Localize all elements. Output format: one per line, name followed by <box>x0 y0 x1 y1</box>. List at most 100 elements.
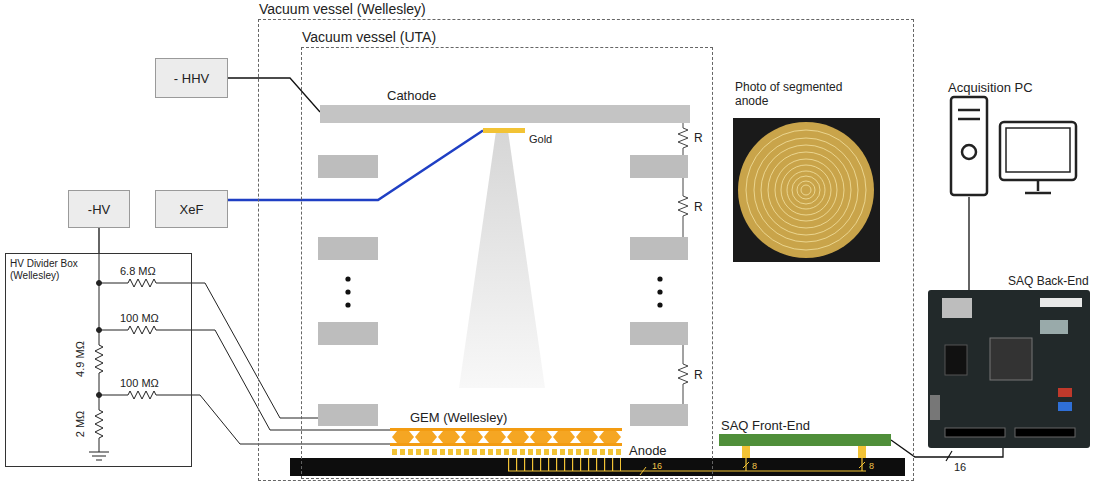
channel-count: 8 <box>752 459 757 473</box>
gem-foil <box>390 443 622 446</box>
fpga-board <box>1058 402 1072 411</box>
light-cone <box>459 131 545 388</box>
computer-icon <box>1037 180 1040 191</box>
wire-connector <box>98 228 99 253</box>
channel-count: 16 <box>954 460 966 474</box>
segmented-anode: Anode <box>291 459 906 477</box>
anode-board <box>640 467 646 475</box>
resistor-label: R <box>694 368 703 382</box>
fpga-board <box>1040 298 1082 307</box>
field-rings <box>630 404 688 426</box>
resistor-value: 4.9 MΩ <box>73 337 87 381</box>
gem-foil <box>599 431 621 443</box>
anode-board <box>392 449 622 455</box>
resistor-value: 6.8 MΩ <box>120 264 156 278</box>
anode-board <box>508 470 866 471</box>
anode-board <box>858 445 866 458</box>
resistor-value: 100 MΩ <box>120 376 159 390</box>
anode-photo <box>768 152 844 228</box>
gem-foil <box>438 431 460 443</box>
computer-icon <box>1000 122 1076 180</box>
gem-foil <box>507 431 529 443</box>
resistor-label: R <box>694 131 703 145</box>
anode-photo <box>761 145 851 235</box>
anode-photo <box>746 130 866 250</box>
node-label: HV Divider Box (Wellesley) <box>10 258 92 282</box>
resistor-chain <box>678 345 688 404</box>
resistor-chain <box>678 178 688 237</box>
node-label: Gold <box>529 132 552 147</box>
field-rings <box>318 404 378 426</box>
ellipsis-dots <box>657 276 662 281</box>
fpga-board <box>945 345 967 375</box>
computer-icon <box>958 118 980 121</box>
node-label: Anode <box>629 443 667 458</box>
field-rings <box>630 237 688 260</box>
node-label: SAQ Front-End <box>721 418 810 433</box>
light-cone <box>459 131 545 388</box>
gem-foil <box>390 428 622 446</box>
cathode-plate: Cathode <box>320 105 690 123</box>
power-supply: -HV <box>68 190 130 228</box>
anode-board <box>508 458 621 471</box>
field-rings <box>630 322 688 345</box>
divider-box: HV Divider Box (Wellesley) <box>5 253 192 467</box>
ellipsis-dots <box>345 276 350 281</box>
anode-photo <box>792 176 820 204</box>
computer-icon <box>962 145 976 159</box>
anode-board <box>743 462 749 468</box>
fpga-board <box>930 395 940 420</box>
channel-count: 8 <box>869 459 874 473</box>
field-rings <box>318 155 378 178</box>
ellipsis-dots <box>345 289 350 294</box>
divider-circuit <box>89 253 390 460</box>
node-label: Vacuum vessel (UTA) <box>302 30 436 45</box>
fpga-board <box>1058 388 1072 397</box>
divider-circuit <box>89 452 109 460</box>
wire-connector <box>968 197 969 290</box>
ellipsis-dots <box>345 302 350 307</box>
divider-circuit <box>97 281 102 286</box>
computer-icon <box>951 97 987 195</box>
fpga-board <box>928 290 1090 448</box>
gem-foil <box>461 431 483 443</box>
anode-photo <box>787 171 825 209</box>
divider-circuit <box>95 253 103 452</box>
fpga-board <box>945 428 1005 437</box>
channel-count: 16 <box>652 459 662 473</box>
anode-board <box>290 458 905 476</box>
gem-foil <box>553 431 575 443</box>
anode-photo <box>754 138 858 242</box>
wire-connector <box>228 78 320 112</box>
gem-foil <box>530 431 552 443</box>
field-rings <box>318 322 378 345</box>
anode-photo <box>733 118 880 262</box>
gem-foil <box>415 431 437 443</box>
resistor-chain <box>678 121 688 155</box>
resistor-value: 100 MΩ <box>120 311 159 325</box>
fpga-board <box>942 298 972 318</box>
component-label: GEM (Wellesley) <box>410 411 507 425</box>
computer-icon <box>951 97 1076 195</box>
fpga-board <box>990 338 1032 380</box>
power-supply: - HHV <box>155 58 228 98</box>
divider-circuit <box>99 391 390 444</box>
node-label: SAQ Back-End <box>1008 274 1089 289</box>
field-rings <box>318 237 378 260</box>
gold-photocathode: Gold <box>483 128 525 133</box>
computer-icon <box>958 109 980 112</box>
divider-circuit <box>97 393 102 398</box>
node-label: - HHV <box>174 71 209 86</box>
fpga-board <box>928 290 1090 448</box>
acquisition-pc: Acquisition PC <box>948 97 1078 197</box>
anode-photo <box>781 165 831 215</box>
gem-foil <box>390 428 622 431</box>
fpga-board <box>1015 428 1075 437</box>
node-label: XeF <box>180 202 204 217</box>
node-label: Vacuum vessel (Wellesley) <box>259 2 426 17</box>
bus-slash <box>946 451 952 461</box>
anode-photo <box>733 118 880 262</box>
gem-foil <box>484 431 506 443</box>
